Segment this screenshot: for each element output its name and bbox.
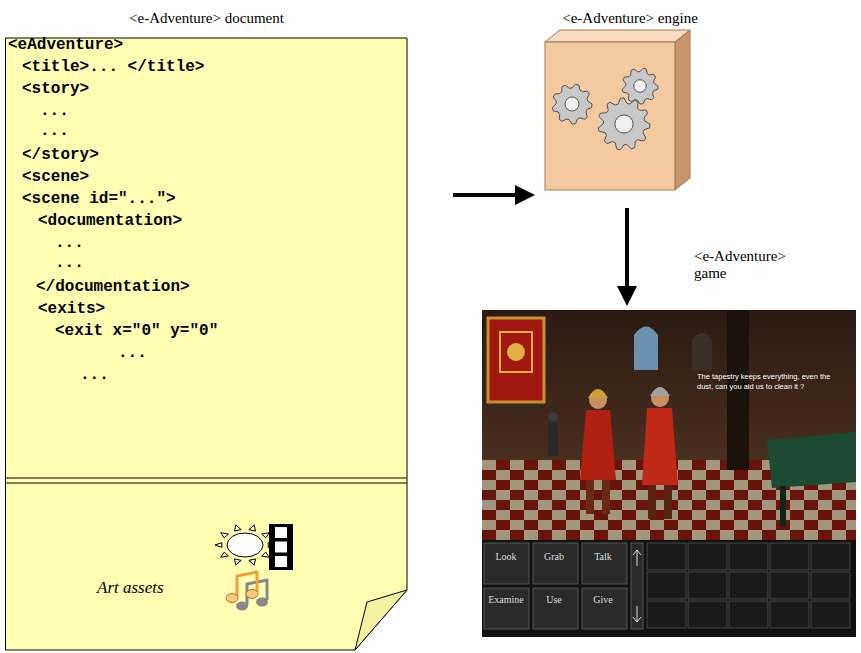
xml-document: <e-Adventure> document <eAdventure><title… xyxy=(5,0,408,652)
verb-button-label: Examine xyxy=(482,594,530,605)
verb-button-label: Look xyxy=(482,551,530,562)
component-heading: <e-Adventure> document xyxy=(5,10,408,27)
divider-line xyxy=(5,478,407,479)
verb-button-label: Talk xyxy=(579,551,627,562)
assets-label: Art assets xyxy=(97,578,164,598)
game-screenshot-outline xyxy=(482,248,856,640)
code-line: <exits> xyxy=(38,299,105,319)
component-heading: <e-Adventure> engine xyxy=(535,10,725,27)
video-icon xyxy=(269,524,293,570)
game-screenshot: <e-Adventure> gameThe tapestry keeps eve… xyxy=(482,248,856,640)
engine-box-outline xyxy=(535,4,725,194)
code-line: <exit x="0" y="0" xyxy=(55,321,218,341)
code-line: ... xyxy=(40,101,69,121)
verb-button-label: Give xyxy=(579,594,627,605)
component-heading: <e-Adventure> game xyxy=(694,248,810,282)
code-line: <scene id="..."> xyxy=(22,189,176,209)
code-line: </documentation> xyxy=(36,277,190,297)
code-line: ... xyxy=(40,121,69,141)
code-line: <story> xyxy=(22,79,89,99)
verb-button-label: Grab xyxy=(530,551,578,562)
music-icon xyxy=(226,572,268,611)
gears-icon xyxy=(552,68,658,149)
code-line: <title>... </title> xyxy=(22,57,204,77)
dialogue-text: The tapestry keeps everything, even the … xyxy=(697,372,847,392)
code-line: </story> xyxy=(22,145,99,165)
code-line: ... xyxy=(55,233,84,253)
engine-box: <e-Adventure> engine xyxy=(535,4,725,194)
engine-cube xyxy=(545,30,690,190)
game-scene xyxy=(482,310,856,637)
flow-arrow xyxy=(625,208,629,302)
code-line: ... xyxy=(55,253,84,273)
code-line: ... xyxy=(80,365,109,385)
flow-arrow xyxy=(453,193,531,197)
code-line: <scene> xyxy=(22,167,89,187)
divider-line xyxy=(5,483,407,484)
folded-corner xyxy=(355,590,407,650)
verb-button-label: Use xyxy=(530,594,578,605)
paper-sheet xyxy=(6,38,408,650)
image-icon xyxy=(215,525,275,565)
code-line: <eAdventure> xyxy=(8,35,123,55)
code-line: ... xyxy=(118,343,147,363)
code-line: <documentation> xyxy=(38,211,182,231)
